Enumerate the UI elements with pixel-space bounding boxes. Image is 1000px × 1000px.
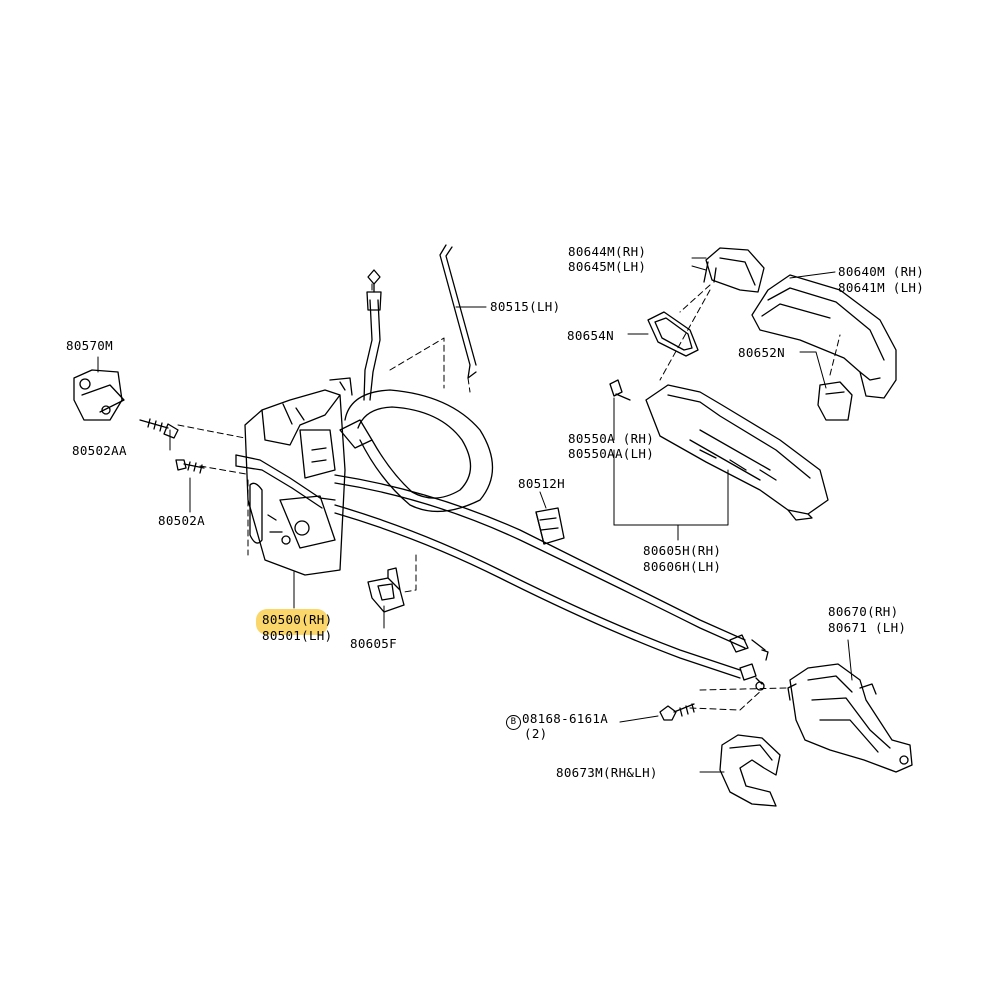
label-80671-lh: 80671 (LH)	[828, 620, 907, 635]
label-80644m-rh: 80644M(RH)	[568, 244, 647, 259]
escutcheon	[719, 734, 781, 807]
label-80641m-lh: 80641M (LH)	[838, 280, 925, 295]
door-lock-actuator	[235, 377, 353, 576]
dashed-lines	[177, 279, 841, 711]
handle-bracket	[609, 379, 829, 521]
screw-80502a	[175, 459, 205, 474]
label-80605h-rh: 80605H(RH)	[643, 543, 722, 558]
label-80645m-lh: 80645M(LH)	[568, 259, 647, 274]
bolt-part-number: 08168-6161A	[522, 711, 609, 726]
clip-80605f	[367, 567, 405, 613]
outside-handle	[751, 274, 897, 421]
remote-cables	[334, 474, 769, 691]
striker	[73, 369, 179, 439]
label-80605f: 80605F	[350, 636, 397, 651]
handle-gasket	[647, 311, 699, 357]
label-80640m-rh: 80640M (RH)	[838, 264, 925, 279]
inside-handle	[787, 663, 913, 773]
outside-handle-cap	[703, 247, 765, 293]
leader-lines	[97, 257, 853, 773]
label-80606h-lh: 80606H(LH)	[643, 559, 722, 574]
label-80500-rh: 80500(RH)	[262, 612, 333, 627]
label-80673m: 80673M(RH&LH)	[556, 765, 658, 780]
label-80550aa-lh: 80550AA(LH)	[568, 446, 655, 461]
bolt-08168	[659, 703, 695, 721]
clip-80512h	[535, 507, 565, 545]
label-80502a: 80502A	[158, 513, 205, 528]
label-80515-lh: 80515(LH)	[490, 299, 561, 314]
lock-cable	[339, 244, 493, 513]
label-80670-rh: 80670(RH)	[828, 604, 899, 619]
label-80502aa: 80502AA	[72, 443, 127, 458]
label-80501-lh: 80501(LH)	[262, 628, 333, 643]
label-80654n: 80654N	[567, 328, 614, 343]
label-80570m: 80570M	[66, 338, 113, 353]
label-80550a-rh: 80550A (RH)	[568, 431, 655, 446]
highlight-marker	[256, 609, 328, 635]
label-80512h: 80512H	[518, 476, 565, 491]
label-80652n: 80652N	[738, 345, 785, 360]
bolt-symbol: B	[506, 715, 521, 730]
label-bolt-quantity: (2)	[524, 726, 548, 741]
